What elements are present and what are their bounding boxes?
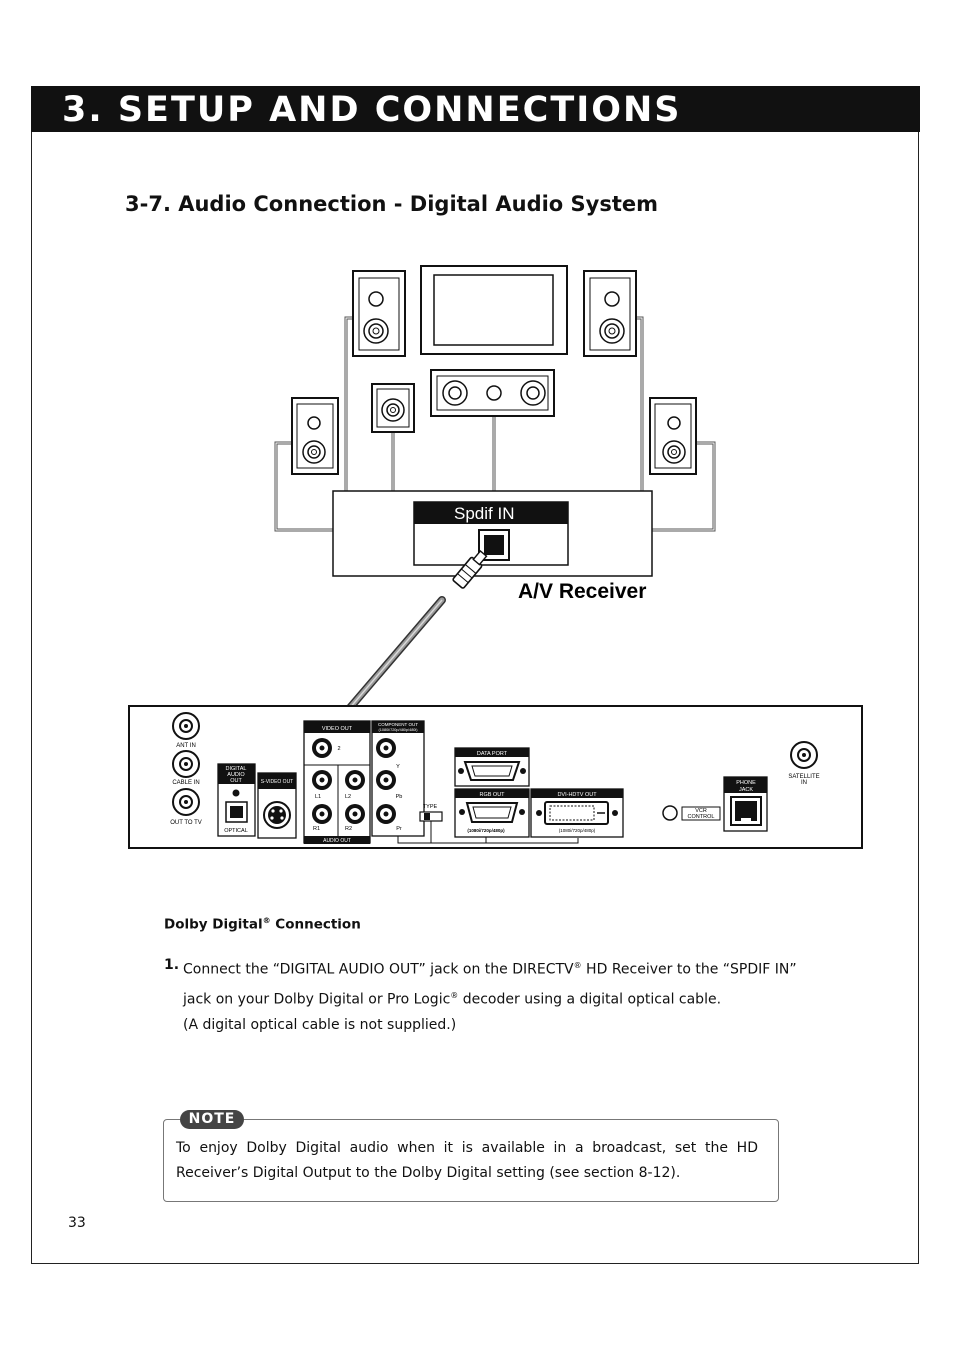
- vcr-control-label-2: CONTROL: [688, 814, 715, 820]
- av-receiver-label: A/V Receiver: [518, 580, 646, 603]
- jack-label-r2: R2: [345, 826, 352, 832]
- page-title: 3. SETUP AND CONNECTIONS: [62, 90, 682, 130]
- ant-in-label: ANT IN: [176, 743, 196, 749]
- subwoofer-icon: [371, 383, 415, 433]
- digital-audio-out-label-1: DIGITAL: [226, 766, 247, 772]
- dvi-res-label: (1080i/720p/480p): [559, 828, 596, 833]
- center-speaker-icon: [430, 369, 555, 417]
- component-res-label: (1080i/720p/480p/480i): [378, 728, 418, 732]
- jack-label-pb: Pb: [396, 794, 403, 800]
- spdif-in-label: Spdif IN: [454, 504, 514, 523]
- connection-heading: Dolby Digital® Connection: [164, 916, 361, 933]
- step-line-1-b: HD Receiver to the “SPDIF IN”: [581, 961, 797, 978]
- step-line-1-a: Connect the “DIGITAL AUDIO OUT” jack on …: [183, 961, 574, 978]
- video-out-label: VIDEO OUT: [322, 726, 353, 732]
- component-out-block: COMPONENT OUT (1080i/720p/480p/480i) Y P…: [371, 720, 425, 837]
- dvi-out-label: DVI-HDTV OUT: [557, 792, 597, 798]
- jack-label-2: 2: [337, 746, 340, 752]
- satellite-in-label-1: SATELLITE: [788, 774, 819, 780]
- cable-in-label: CABLE IN: [172, 780, 199, 786]
- rgb-res-label: (1080i/720p/480p): [467, 828, 505, 833]
- out-to-tv-label: OUT TO TV: [170, 820, 202, 826]
- connection-heading-main: Dolby Digital: [164, 916, 263, 933]
- connection-heading-tail: Connection: [270, 916, 361, 933]
- rgb-out-label: RGB OUT: [479, 792, 505, 798]
- phone-jack-label-2: JACK: [739, 787, 753, 793]
- av-receiver: Spdif IN: [332, 490, 653, 577]
- svideo-out-label: S-VIDEO OUT: [261, 779, 294, 785]
- jack-label-pr: Pr: [396, 826, 402, 832]
- satellite-in-label-2: IN: [801, 780, 807, 786]
- registered-mark: ®: [573, 961, 582, 970]
- digital-audio-out-label-3: OUT: [230, 778, 242, 784]
- page-number: 33: [68, 1215, 86, 1231]
- step-line-1: Connect the “DIGITAL AUDIO OUT” jack on …: [183, 953, 803, 983]
- section-title: 3-7. Audio Connection - Digital Audio Sy…: [125, 192, 659, 216]
- coax-jacks: [172, 712, 200, 816]
- step-line-2-a: jack on your Dolby Digital or Pro Logic: [183, 991, 451, 1008]
- jack-label-r1: R1: [313, 826, 320, 832]
- registered-mark: ®: [262, 916, 271, 925]
- rear-left-speaker-icon: [291, 397, 339, 475]
- video-audio-jack-block: VIDEO OUT AUDIO OUT 2 L1 L2 R1 R2: [303, 720, 371, 844]
- front-right-speaker-icon: [583, 270, 637, 357]
- note-text: To enjoy Dolby Digital audio when it is …: [176, 1140, 758, 1181]
- phone-jack-label-1: PHONE: [736, 780, 756, 786]
- audio-out-label: AUDIO OUT: [323, 838, 351, 844]
- optical-label: OPTICAL: [224, 828, 248, 834]
- step-number: 1.: [164, 957, 180, 973]
- step-line-3: (A digital optical cable is not supplied…: [183, 1017, 457, 1034]
- rear-right-speaker-icon: [649, 397, 697, 475]
- step-body: Connect the “DIGITAL AUDIO OUT” jack on …: [183, 953, 803, 1039]
- component-out-label: COMPONENT OUT: [378, 722, 418, 727]
- data-port-label: DATA PORT: [477, 751, 508, 757]
- jack-label-l1: L1: [315, 794, 321, 800]
- tv-icon: [420, 265, 568, 355]
- hd-receiver-rear-panel: ANT IN CABLE IN OUT TO TV DIGITAL AUDIO …: [128, 705, 863, 849]
- step-line-2: jack on your Dolby Digital or Pro Logic®…: [183, 983, 803, 1013]
- front-left-speaker-icon: [352, 270, 406, 357]
- registered-mark: ®: [450, 991, 459, 1001]
- vcr-control-label-1: VCR: [695, 808, 707, 814]
- note-badge: NOTE: [180, 1110, 244, 1129]
- step-line-2-b: decoder using a digital optical cable.: [458, 991, 722, 1008]
- header-bar: [31, 86, 920, 132]
- jack-label-y: Y: [396, 764, 400, 770]
- type-label: TYPE: [423, 804, 438, 810]
- jack-label-l2: L2: [345, 794, 351, 800]
- digital-audio-out-label-2: AUDIO: [227, 772, 245, 778]
- note-box: [163, 1119, 779, 1202]
